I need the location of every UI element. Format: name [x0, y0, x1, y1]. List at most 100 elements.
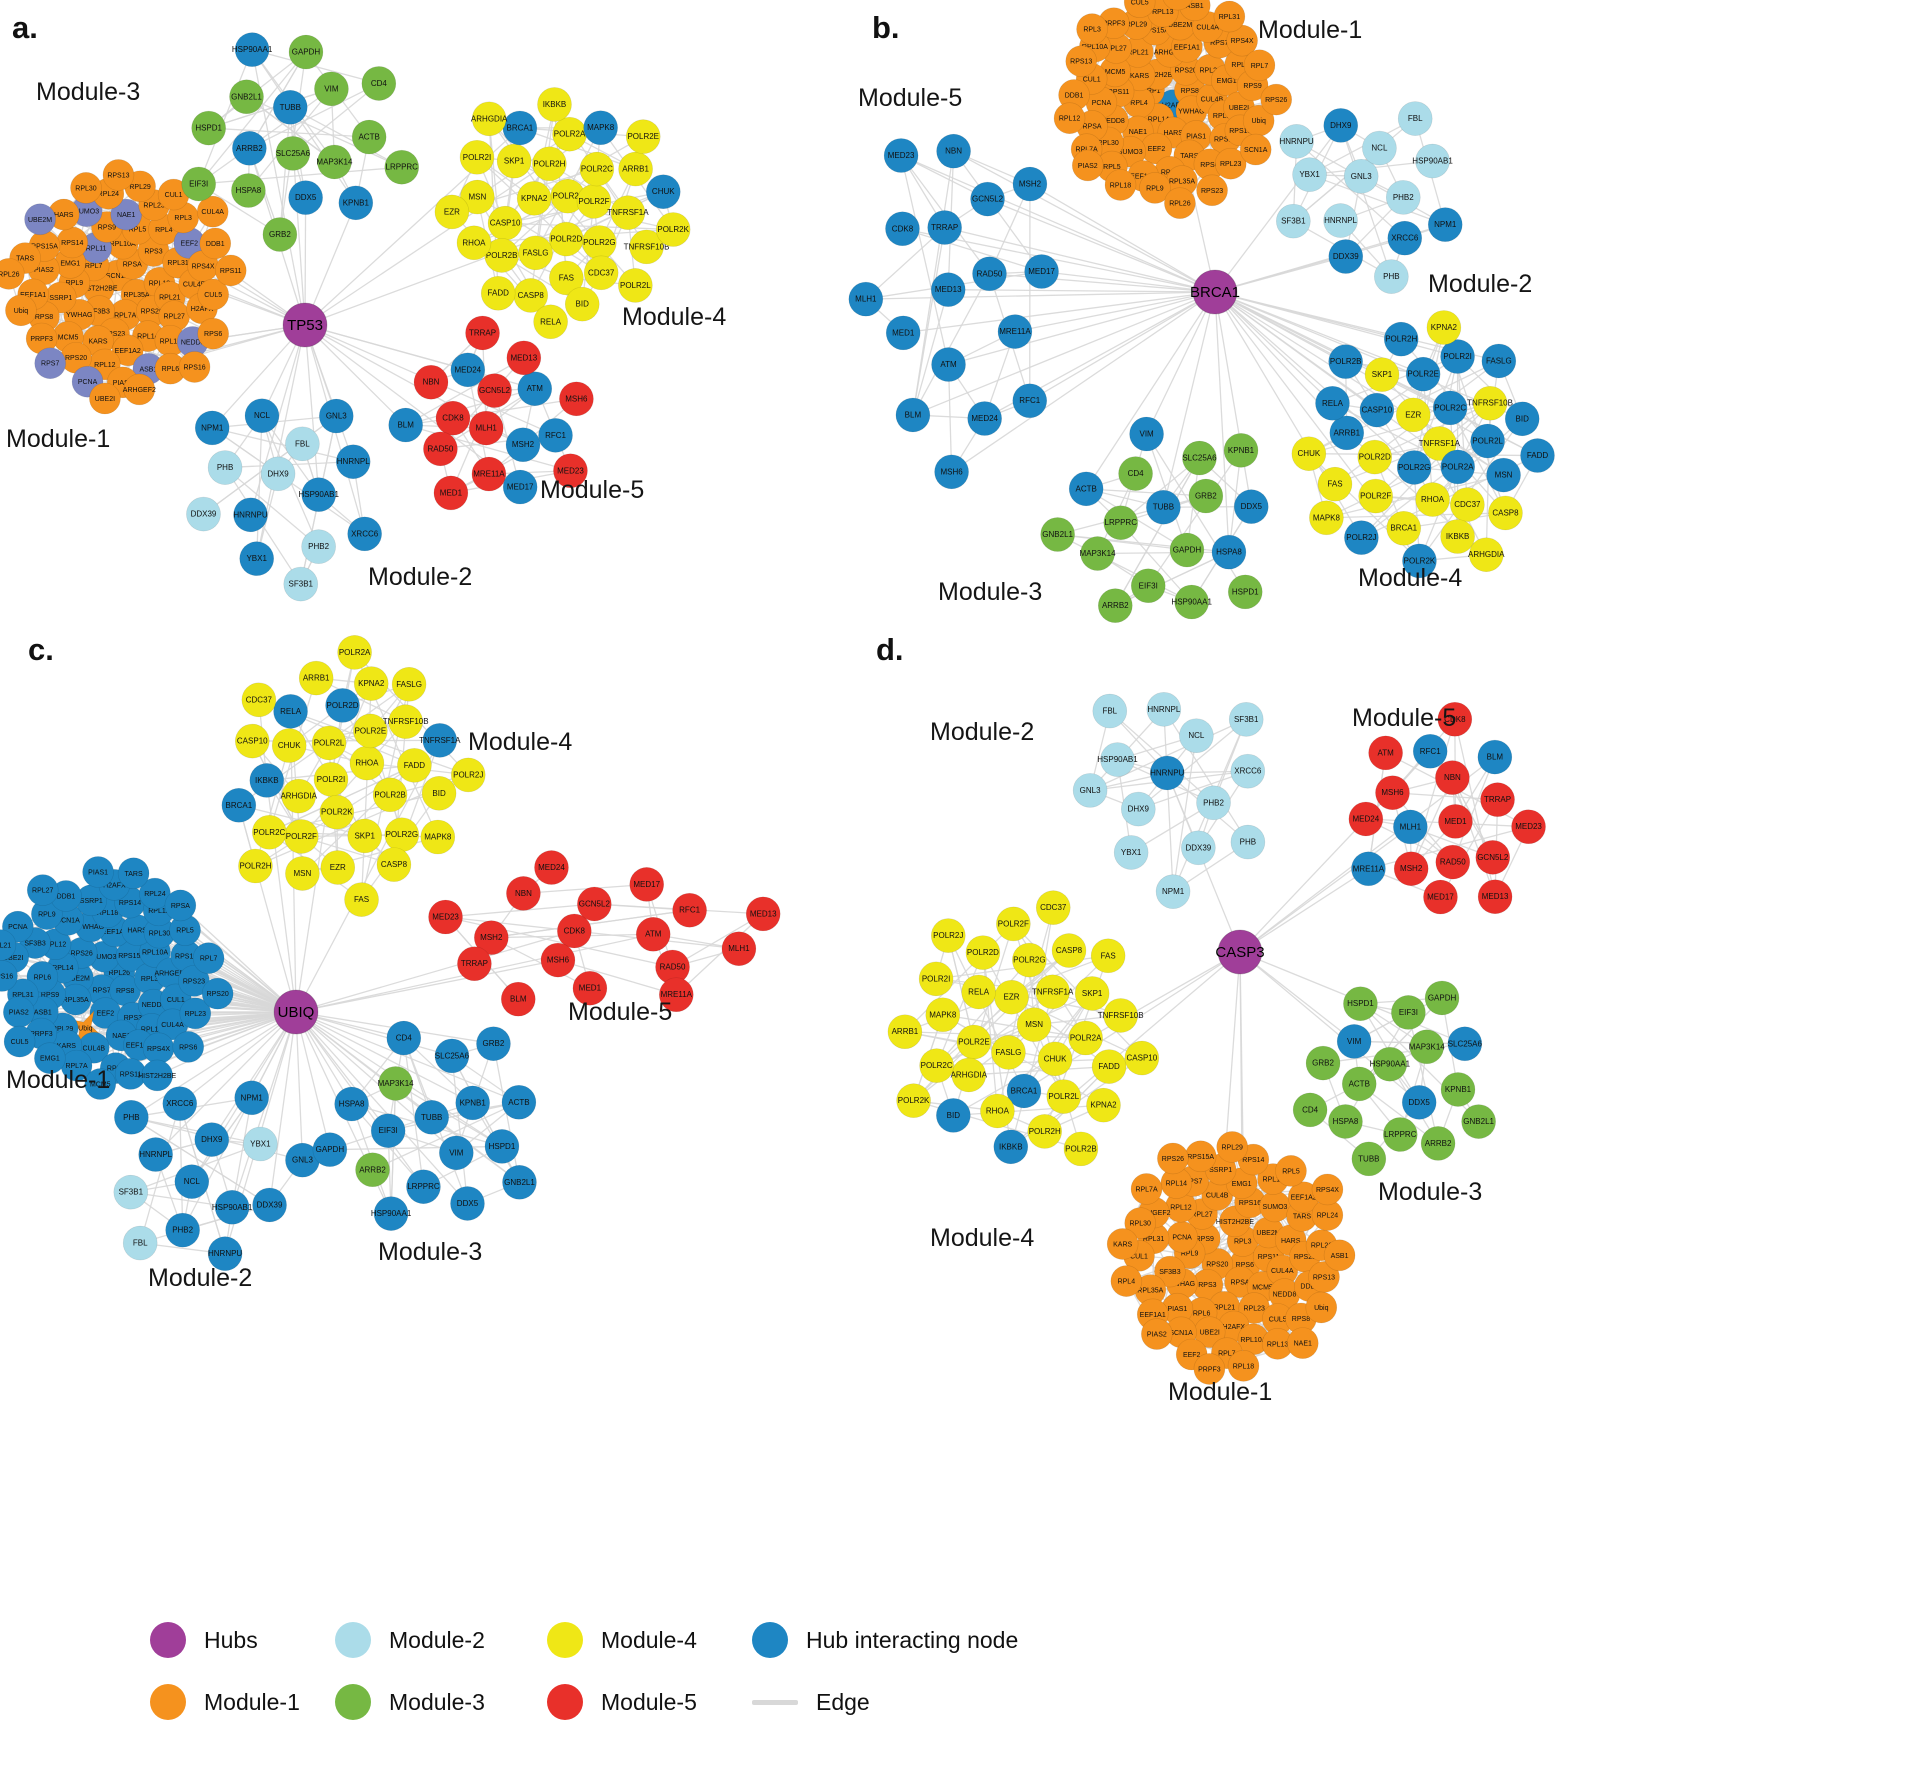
node-label: HSPD1	[195, 124, 222, 133]
node-label: PCNA	[78, 379, 98, 386]
node-label: HSPA8	[1216, 548, 1242, 557]
node-label: MSH6	[565, 394, 588, 403]
node-label: BLM	[905, 410, 922, 419]
node-label: TNFRSF1A	[419, 736, 461, 745]
node-label: POLR2C	[921, 1061, 953, 1070]
edge	[1086, 489, 1206, 496]
node-label: RPL9	[1146, 185, 1164, 192]
node-label: MAP3K14	[378, 1079, 415, 1088]
node-label: KPNA2	[1090, 1101, 1117, 1110]
node-label: XRCC6	[351, 529, 379, 538]
node-label: FAS	[1327, 480, 1342, 489]
node-label: DHX9	[1330, 121, 1352, 130]
node-label: FADD	[488, 289, 510, 298]
node-label: HIST2H2BE	[138, 1073, 176, 1080]
node-label: GNL3	[1351, 172, 1372, 181]
node-label: CUL4A	[1271, 1268, 1294, 1275]
node-label: HSPA8	[339, 1100, 365, 1109]
node-label: TRRAP	[931, 223, 958, 232]
node-label: KPNA2	[358, 679, 385, 688]
node-label: HSPA8	[236, 186, 262, 195]
node-label: NAE1	[117, 212, 135, 219]
module-4-swatch	[547, 1622, 583, 1658]
node-label: PIAS2	[1147, 1332, 1167, 1339]
hub-label: CASP3	[1215, 944, 1264, 961]
node-label: POLR2B	[486, 251, 518, 260]
node-label: RPL4	[155, 227, 173, 234]
module-label: Module-2	[148, 1264, 252, 1292]
node-label: ARHGDIA	[951, 1070, 988, 1079]
node-label: SLC25A6	[1448, 1039, 1483, 1048]
node-label: PCNA	[8, 924, 28, 931]
node-label: HNRNPU	[233, 510, 267, 519]
node-label: POLR2C	[1434, 403, 1466, 412]
node-label: DDX5	[295, 193, 317, 202]
node-label: EZR	[1004, 993, 1020, 1002]
node-label: MED1	[892, 328, 915, 337]
node-label: LRPPRC	[386, 163, 419, 172]
node-label: RPL14	[1166, 1181, 1188, 1188]
node-label: LRPPRC	[1105, 518, 1138, 527]
node-label: SSRP1	[80, 898, 103, 905]
node-label: POLR2G	[1398, 463, 1430, 472]
node-label: RPL24	[144, 891, 166, 898]
node-label: RPS14	[119, 900, 141, 907]
node-label: POLR2L	[1472, 437, 1503, 446]
node-label: TUBB	[1153, 503, 1174, 512]
node-label: POLR2E	[958, 1038, 990, 1047]
node-label: BID	[576, 300, 590, 309]
hub-edge	[270, 1012, 296, 1205]
panel-c: RPL26RPS7SUMO3RPS8UBE2MRPS15AEEF2RPS26RP…	[0, 632, 780, 1292]
node-label: ARRB2	[236, 144, 263, 153]
node-label: RPSA	[1083, 123, 1102, 130]
node-label: CUL4A	[161, 1022, 184, 1029]
node-label: FAS	[559, 273, 574, 282]
node-label: GNB2L1	[231, 92, 262, 101]
node-label: RPL30	[75, 185, 97, 192]
node-label: MED24	[538, 863, 565, 872]
node-label: MSH6	[1381, 788, 1404, 797]
node-label: RPL7A	[1135, 1186, 1158, 1193]
node-label: POLR2L	[314, 738, 345, 747]
node-label: RPL3	[1083, 27, 1101, 34]
node-label: HNRNPU	[1150, 768, 1184, 777]
node-label: HSPA8	[1333, 1117, 1359, 1126]
legend-item-module-4: Module-4	[547, 1622, 752, 1658]
node-label: SKP1	[1082, 989, 1103, 998]
edge	[969, 1067, 1109, 1075]
panel-letter: a.	[12, 10, 38, 45]
node-label: GAPDH	[316, 1145, 345, 1154]
node-label: POLR2A	[339, 648, 371, 657]
hub-edge	[1030, 292, 1215, 401]
module-1-swatch	[150, 1684, 186, 1720]
node-label: MED13	[935, 285, 962, 294]
node-label: RPL27	[32, 888, 54, 895]
node-label: ATM	[527, 384, 544, 393]
node-label: POLR2F	[998, 919, 1029, 928]
node-label: ACTB	[508, 1098, 529, 1107]
hub-edge	[1215, 292, 1332, 403]
node-label: RPS14	[1242, 1157, 1264, 1164]
node-label: RELA	[968, 987, 990, 996]
node-label: RPL7	[200, 956, 218, 963]
node-label: HSPD1	[489, 1142, 516, 1151]
node-label: RPS16	[0, 973, 13, 980]
node-label: POLR2L	[620, 281, 651, 290]
node-label: ARHGEF2	[123, 387, 156, 394]
node-label: HSPD1	[1232, 587, 1259, 596]
node-label: SKP1	[1372, 370, 1393, 379]
panel-b: H2AFXSSRP1RPS8RPL14HIST2H2BEYWHAGRPL4RPS…	[849, 0, 1555, 623]
node-label: FBL	[1408, 114, 1423, 123]
node-label: CASP8	[1492, 508, 1519, 517]
node-label: MLH1	[476, 424, 498, 433]
node-label: CHUK	[278, 741, 301, 750]
node-label: CDC37	[1040, 903, 1067, 912]
node-label: HARS	[1163, 130, 1183, 137]
module-label: Module-5	[568, 998, 672, 1026]
module-label: Module-1	[6, 1066, 110, 1094]
node-label: HNRNPU	[208, 1249, 242, 1258]
node-label: EEF1A2	[115, 348, 141, 355]
node-label: POLR2B	[374, 790, 406, 799]
node-label: PRPF3	[30, 336, 53, 343]
